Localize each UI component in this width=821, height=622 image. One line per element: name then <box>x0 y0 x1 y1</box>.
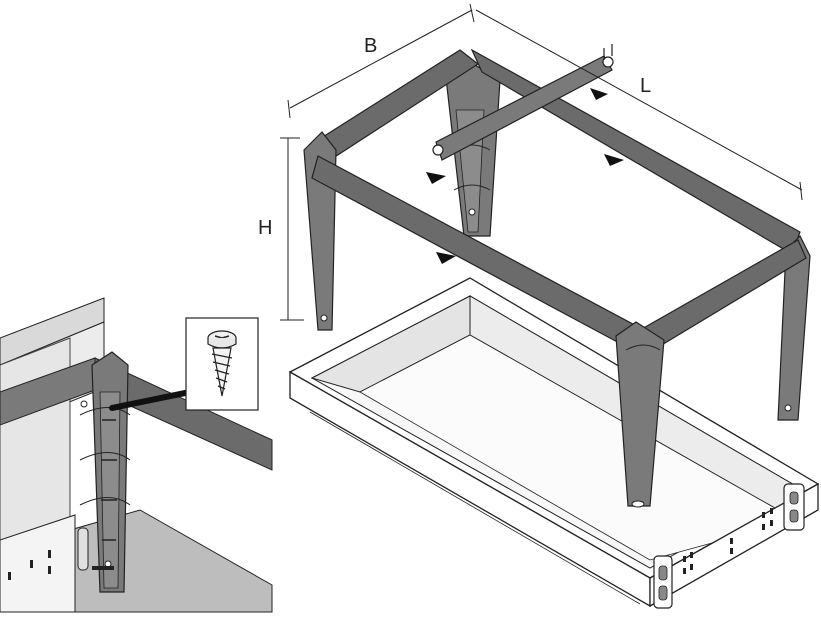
leg-bracket-detail <box>77 351 131 593</box>
screw-icon <box>207 330 237 397</box>
arrow-marker-icon <box>426 88 624 264</box>
drawer <box>288 277 820 609</box>
screw-callout <box>185 317 259 411</box>
width-label: B <box>364 35 377 57</box>
height-label: H <box>258 217 272 239</box>
dimension-lines <box>280 3 803 321</box>
corner-detail-inset <box>0 297 273 613</box>
length-label: L <box>640 75 651 97</box>
frame-assembly <box>303 44 811 508</box>
